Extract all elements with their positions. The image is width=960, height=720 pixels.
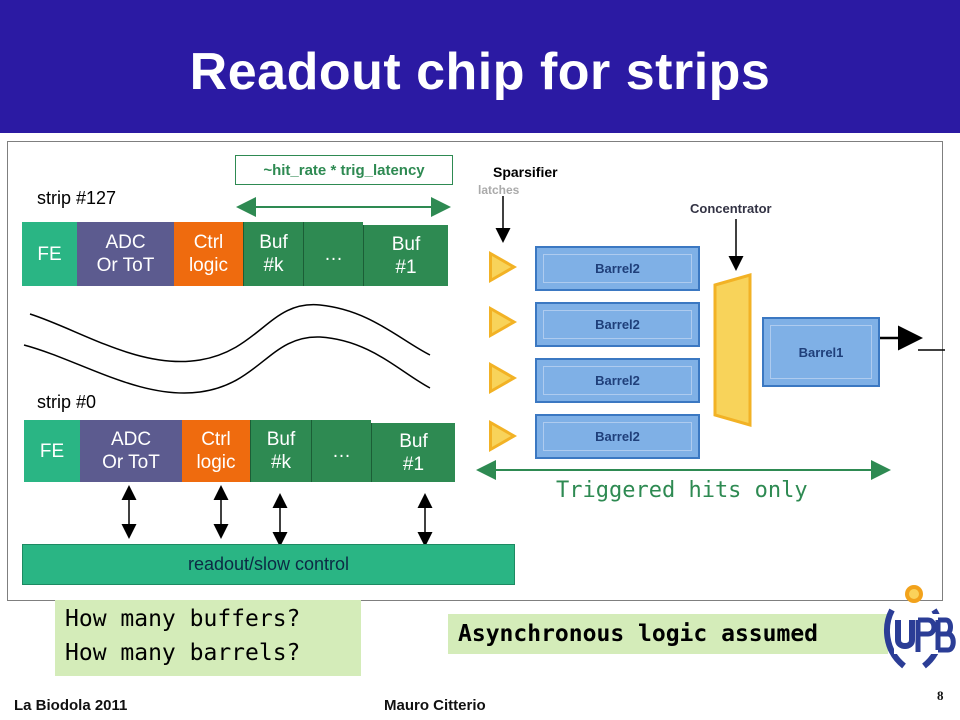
barrel2-block-1: Barrel2: [535, 246, 700, 291]
sparsifier-triangle-3: [489, 362, 517, 394]
barrel1-block: Barrel1: [762, 317, 880, 387]
buf-1-label-line1: Buf: [391, 233, 421, 255]
ctrl-label-line1: Ctrl: [193, 232, 224, 253]
barrel2-label: Barrel2: [595, 317, 640, 332]
barrel2-block-4: Barrel2: [535, 414, 700, 459]
barrel2-block-3: Barrel2: [535, 358, 700, 403]
adc-label-line1: ADC: [105, 232, 146, 253]
sparsifier-ghost-label: latches: [478, 183, 520, 197]
adc-label-line1: ADC: [110, 429, 152, 450]
buf-k-label-line2: #k: [263, 255, 284, 276]
barrel1-label: Barrel1: [798, 344, 844, 360]
buf-k-block-top: Buf#k: [243, 222, 303, 286]
ellipsis-label: …: [332, 440, 351, 462]
page-number: 8: [937, 688, 944, 703]
buf-k-label-line2: #k: [270, 452, 292, 473]
barrel2-label: Barrel2: [595, 429, 640, 444]
barrel2-label: Barrel2: [595, 261, 640, 276]
buf-1-label-line2: #1: [395, 256, 417, 278]
ellipsis-block-top: …: [303, 222, 363, 286]
buf-k-block-bottom: Buf#k: [250, 420, 311, 482]
footer-left: La Biodola 2011: [14, 697, 128, 714]
fe-label: FE: [37, 243, 62, 265]
fe-label: FE: [39, 440, 65, 462]
readout-slow-control-bar: readout/slow control: [22, 544, 515, 585]
superb-logo-icon: [884, 585, 956, 669]
sparsifier-triangle-1: [489, 251, 517, 283]
adc-label-line2: Or ToT: [102, 452, 160, 473]
question-barrels: How many barrels?: [65, 640, 301, 666]
sparsifier-triangle-2: [489, 306, 517, 338]
strip-top-label: strip #127: [37, 188, 117, 208]
barrel2-block-2: Barrel2: [535, 302, 700, 347]
buf-1-block-top: Buf#1: [363, 225, 448, 286]
buf-1-block-bottom: Buf#1: [371, 423, 455, 482]
buf-1-label-line1: Buf: [399, 430, 428, 452]
fe-block-bottom: FE: [24, 420, 80, 482]
sparsifier-label: Sparsifier: [493, 164, 558, 180]
strip-wave-top: [29, 304, 431, 363]
title-bar: [0, 0, 960, 133]
latency-label: ~hit_rate * trig_latency: [235, 155, 453, 185]
ellipsis-label: …: [324, 243, 343, 265]
concentrator-label: Concentrator: [690, 201, 772, 216]
strip-bottom-label: strip #0: [37, 392, 97, 412]
strip-wave-bottom: [23, 336, 431, 394]
concentrator-shape: [713, 273, 752, 427]
ctrl-label-line1: Ctrl: [201, 429, 231, 450]
buf-1-label-line2: #1: [402, 453, 425, 475]
footer-author: Mauro Citterio: [384, 697, 486, 714]
ellipsis-block-bottom: …: [311, 420, 371, 482]
fe-block-top: FE: [22, 222, 77, 286]
question-buffers: How many buffers?: [65, 606, 301, 632]
questions-box: How many buffers? How many barrels?: [55, 600, 361, 676]
buf-k-label-line1: Buf: [266, 429, 296, 450]
ctrl-label-line2: logic: [188, 255, 229, 276]
buf-k-label-line1: Buf: [259, 232, 288, 253]
barrel2-label: Barrel2: [595, 373, 640, 388]
sparsifier-triangle-4: [489, 420, 517, 452]
ctrl-label-line2: logic: [196, 452, 236, 473]
async-logic-note: Asynchronous logic assumed: [448, 614, 888, 654]
triggered-hits-label: Triggered hits only: [556, 478, 808, 503]
adc-label-line2: Or ToT: [96, 255, 155, 276]
slide-title: Readout chip for strips: [189, 43, 771, 101]
